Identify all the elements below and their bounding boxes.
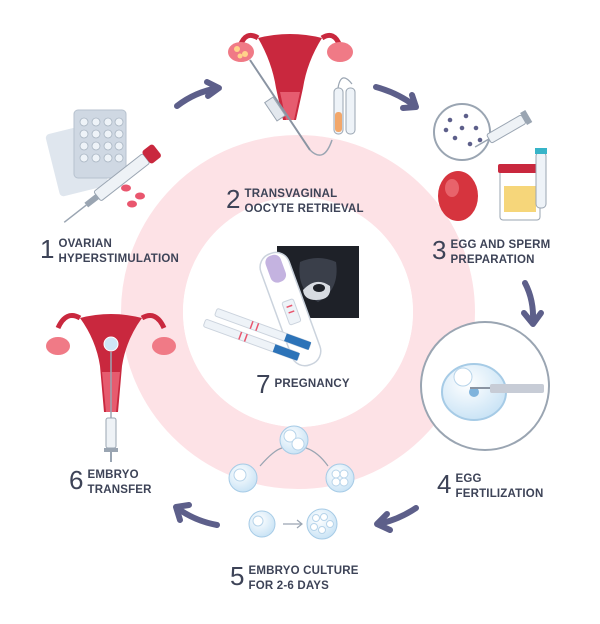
step-text-line: FOR 2-6 DAYS	[248, 580, 330, 592]
petri-dish-icon	[433, 103, 491, 161]
sperm-icon	[443, 113, 483, 147]
cycle-arrow-icon	[173, 502, 220, 528]
step-number: 1	[40, 234, 55, 264]
step-number: 6	[69, 465, 84, 495]
step-text-line: TRANSVAGINAL	[244, 188, 338, 200]
step-1-label: 1 OVARIAN HYPERSTIMULATION	[40, 236, 179, 267]
step-2-label: 2 TRANSVAGINAL OOCYTE RETRIEVAL	[226, 186, 364, 217]
step-text-line: EGG	[455, 473, 482, 485]
step-number: 7	[256, 369, 271, 399]
step-text-line: EMBRYO CULTURE	[248, 565, 359, 577]
step-text-line: PREPARATION	[450, 254, 535, 266]
step-number: 5	[230, 561, 245, 591]
syringe-icon	[474, 109, 533, 148]
cycle-arrow-icon	[374, 505, 419, 533]
step-text-line: FERTILIZATION	[455, 488, 544, 500]
step-text-line: EMBRYO	[87, 469, 139, 481]
step-text-line: TRANSFER	[87, 484, 152, 496]
uterus-icon	[237, 32, 343, 120]
step-text-line: OOCYTE RETRIEVAL	[244, 203, 364, 215]
sample-jar-icon	[438, 148, 547, 221]
step-number: 3	[432, 235, 447, 265]
cycle-arrow-icon	[174, 79, 222, 109]
needle-icon	[249, 59, 333, 156]
pregnancy-test-icon	[203, 251, 322, 367]
pill-blister-icon	[45, 109, 145, 208]
step-5-label: 5 EMBRYO CULTURE FOR 2-6 DAYS	[230, 563, 359, 594]
step-6-label: 6 EMBRYO TRANSFER	[69, 467, 152, 498]
step-text-line: OVARIAN	[58, 238, 113, 250]
test-tube-icon	[333, 77, 356, 135]
step-7-label: 7 PREGNANCY	[256, 371, 350, 397]
step-3-label: 3 EGG AND SPERM PREPARATION	[432, 237, 550, 268]
egg-cell-icon	[420, 321, 550, 451]
ovary-icon	[46, 337, 176, 355]
pink-ring	[121, 135, 475, 489]
micropipette-icon	[470, 384, 544, 393]
step-number: 4	[437, 469, 452, 499]
step-number: 2	[226, 184, 241, 214]
step-4-label: 4 EGG FERTILIZATION	[437, 471, 543, 502]
embryo-icon	[228, 425, 355, 540]
step-text-line: PREGNANCY	[274, 378, 350, 390]
syringe-icon	[104, 352, 118, 462]
ovary-icon	[228, 42, 353, 62]
step-text-line: EGG AND SPERM	[450, 239, 551, 251]
cycle-arrow-icon	[373, 84, 419, 111]
cycle-arrow-icon	[521, 280, 544, 327]
syringe-icon	[63, 144, 161, 223]
step-text-line: HYPERSTIMULATION	[58, 253, 180, 265]
